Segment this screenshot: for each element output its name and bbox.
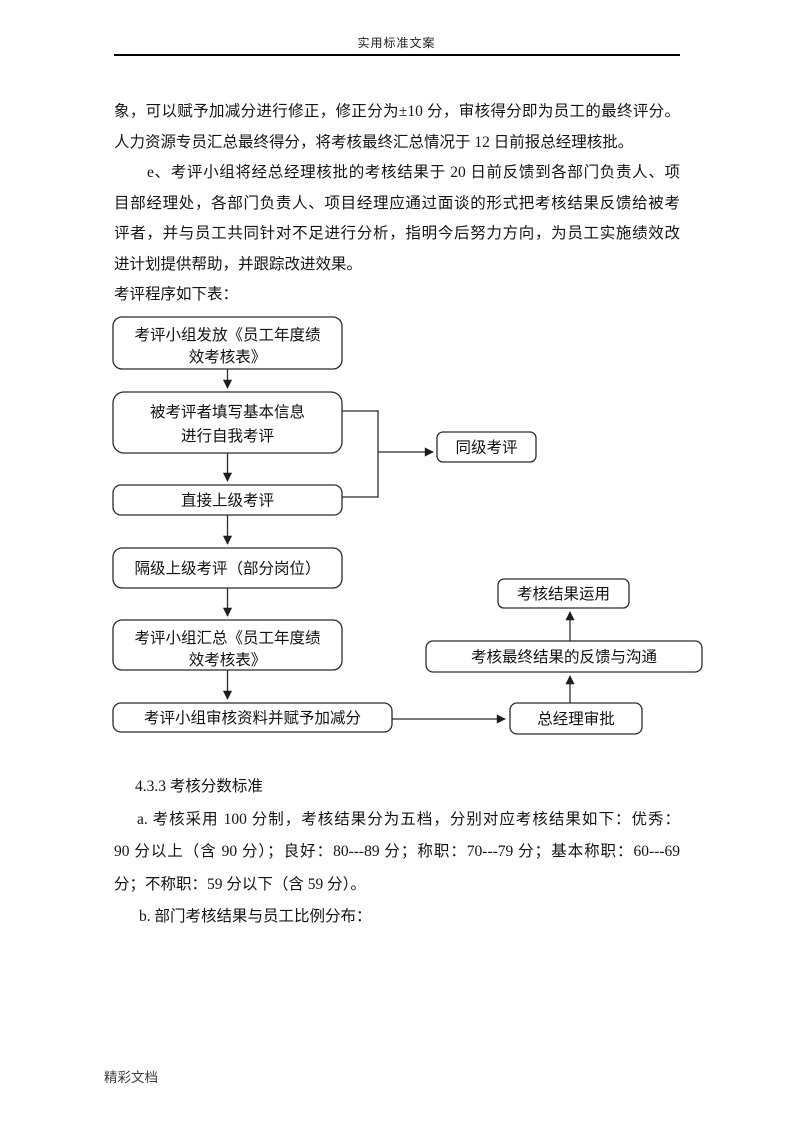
flow-box-peer-eval: 同级考评: [436, 431, 537, 463]
page-header-title: 实用标准文案: [357, 36, 436, 50]
flow-box-label: 直接上级考评: [181, 492, 274, 510]
flow-box-label: 考评小组审核资料并赋予加减分: [144, 709, 361, 727]
flow-box-feedback: 考核最终结果的反馈与沟通: [425, 640, 703, 673]
flow-box-self-eval: 被考评者填写基本信息 进行自我考评: [112, 391, 343, 454]
paragraph-line: b. 部门考核结果与员工比例分布：: [139, 908, 372, 925]
flow-box-label: 同级考评: [455, 439, 517, 457]
flow-box-label: 效考核表》: [189, 348, 267, 366]
flow-box-result-use: 考核结果运用: [497, 578, 630, 609]
paragraph-line: 目部经理处，各部门负责人、项目经理应通过面谈的形式把考核结果反馈给被考: [114, 194, 680, 212]
flow-box-label: 进行自我考评: [181, 427, 274, 445]
paragraph-line: a. 考核采用 100 分制，考核结果分为五档，分别对应考核结果如下：优秀：: [137, 810, 680, 828]
flow-box-review-adjust: 考评小组审核资料并赋予加减分: [112, 702, 393, 733]
paragraph-line: 人力资源专员汇总最终得分，将考核最终汇总情况于 12 日前报总经理核批。: [114, 133, 634, 151]
paragraph-line: e、考评小组将经总经理核批的考核结果于 20 日前反馈到各部门负责人、项: [147, 164, 680, 181]
flow-box-label: 考评小组发放《员工年度绩: [134, 326, 320, 344]
body-text-bottom: 4.3.3 考核分数标准 a. 考核采用 100 分制，考核结果分为五档，分别对…: [114, 771, 680, 934]
page-footer-text: 精彩文档: [104, 1070, 158, 1085]
header-rule: [114, 54, 680, 56]
paragraph-line: 进计划提供帮助，并跟踪改进效果。: [114, 255, 363, 273]
paragraph-line: 90 分以上（含 90 分）；良好：80---89 分；称职：70---79 分…: [114, 843, 680, 860]
flow-box-label: 隔级上级考评（部分岗位）: [134, 560, 320, 578]
body-text-top: 象，可以赋予加减分进行修正，修正分为±10 分，审核得分即为员工的最终评分。 人…: [114, 97, 680, 311]
flow-box-label: 考评小组汇总《员工年度绩: [134, 629, 320, 647]
paragraph-line: 象，可以赋予加减分进行修正，修正分为±10 分，审核得分即为员工的最终评分。: [114, 103, 680, 120]
flow-box-label: 效考核表》: [189, 651, 267, 669]
flow-box-gm-approval: 总经理审批: [509, 702, 643, 735]
flowchart-intro-line: 考评程序如下表：: [114, 286, 239, 303]
flow-box-skip-level: 隔级上级考评（部分岗位）: [112, 547, 343, 589]
assessment-procedure-flowchart: 考评小组发放《员工年度绩 效考核表》 被考评者填写基本信息 进行自我考评 直接上…: [112, 316, 703, 735]
paragraph-line: 分；不称职：59 分以下（含 59 分）。: [114, 875, 366, 893]
flow-box-issue-form: 考评小组发放《员工年度绩 效考核表》: [112, 316, 343, 370]
flow-connector-peer-branch: [342, 410, 379, 498]
flow-box-label: 被考评者填写基本信息: [150, 403, 305, 421]
flow-box-label: 总经理审批: [537, 710, 615, 728]
flow-box-label: 考核最终结果的反馈与沟通: [471, 648, 658, 666]
flow-box-direct-superior: 直接上级考评: [112, 484, 343, 516]
section-heading: 4.3.3 考核分数标准: [135, 778, 263, 795]
flow-box-label: 考核结果运用: [517, 585, 610, 603]
paragraph-line: 评者，并与员工共同针对不足进行分析，指明今后努力方向，为员工实施绩效改: [114, 225, 680, 242]
flow-box-summarize: 考评小组汇总《员工年度绩 效考核表》: [112, 619, 343, 671]
